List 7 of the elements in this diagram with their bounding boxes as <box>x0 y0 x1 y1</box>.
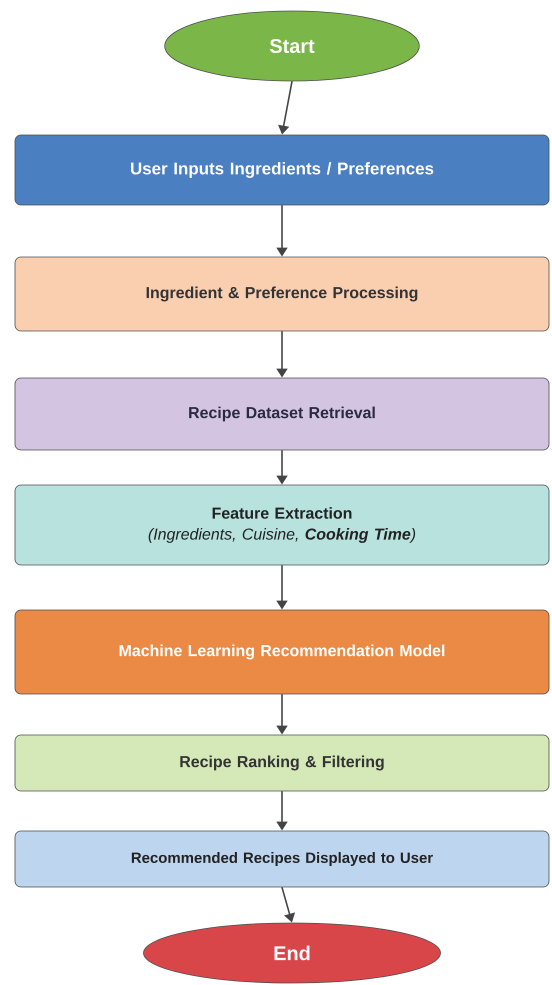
process-box: Feature Extraction (Ingredients, Cuisine, Cooking Time) <box>14 484 550 566</box>
process-box: Recipe Ranking & Filtering <box>14 734 550 792</box>
process-box: Ingredient & Preference Processing <box>14 256 550 332</box>
process-box: Recommended Recipes Displayed to User <box>14 830 550 888</box>
process-box: Machine Learning Recommendation Model <box>14 610 550 694</box>
process-box: Recipe Dataset Retrieval <box>14 378 550 450</box>
process-box: User Inputs Ingredients / Preferences <box>14 134 550 206</box>
